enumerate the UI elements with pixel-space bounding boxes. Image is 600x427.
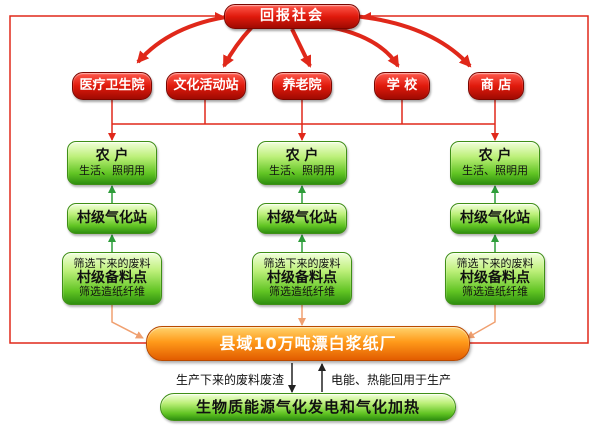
collection-point-center: 筛选下来的废料 村级备料点 筛选造纸纤维	[252, 252, 352, 305]
collection-bottom-text: 筛选造纸纤维	[79, 285, 145, 299]
arrow-top-to-hospital	[136, 14, 233, 64]
waste-flow-note: 生产下来的废料废渣	[176, 373, 285, 387]
farmer-subtitle: 生活、照明用	[462, 163, 528, 177]
institution-school: 学 校	[374, 72, 430, 100]
institution-shop: 商 店	[468, 72, 524, 100]
collection-to-mill-arrows	[111, 305, 496, 339]
institution-label: 医疗卫生院	[79, 77, 145, 93]
gasification-station-right: 村级气化站	[450, 203, 540, 234]
farmer-title: 农 户	[285, 148, 319, 164]
arrow-top-to-culture	[222, 25, 254, 68]
collection-point-left: 筛选下来的废料 村级备料点 筛选造纸纤维	[62, 252, 162, 305]
collection-top-text: 筛选下来的废料	[263, 257, 341, 271]
farmer-title: 农 户	[478, 148, 512, 164]
institution-hospital: 医疗卫生院	[72, 72, 152, 100]
institution-nursing-home: 养老院	[272, 72, 332, 100]
collection-top-text: 筛选下来的废料	[456, 257, 534, 271]
paper-mill-node: 县域10万吨漂白浆纸厂	[146, 326, 470, 361]
station-label: 村级气化站	[267, 209, 337, 226]
energy-flow-note: 电能、热能回用于生产	[331, 373, 452, 387]
farmer-title: 农 户	[95, 148, 129, 164]
institution-label: 商 店	[480, 77, 512, 93]
collection-bottom-text: 筛选造纸纤维	[462, 285, 528, 299]
farmer-subtitle: 生活、照明用	[79, 163, 145, 177]
top-node-label: 回报社会	[260, 7, 324, 24]
paper-mill-label: 县域10万吨漂白浆纸厂	[219, 333, 397, 353]
right-feedback-line	[363, 12, 589, 344]
station-label: 村级气化站	[460, 209, 530, 226]
farmer-box-center: 农 户 生活、照明用	[257, 141, 347, 185]
farmer-box-right: 农 户 生活、照明用	[450, 141, 540, 185]
mill-energy-arrows	[288, 363, 326, 393]
farmer-box-left: 农 户 生活、照明用	[67, 141, 157, 185]
green-flow-arrows	[108, 185, 499, 252]
gasification-station-center: 村级气化站	[257, 203, 347, 234]
collection-point-right: 筛选下来的废料 村级备料点 筛选造纸纤维	[445, 252, 545, 305]
biomass-energy-label: 生物质能源气化发电和气化加热	[195, 397, 420, 416]
arrow-top-to-school	[329, 25, 400, 68]
institution-label: 文化活动站	[173, 77, 239, 93]
left-feedback-line	[9, 12, 223, 344]
collection-top-text: 筛选下来的废料	[73, 257, 151, 271]
farmer-subtitle: 生活、照明用	[269, 163, 335, 177]
institution-label: 养老院	[282, 77, 322, 93]
institution-bus	[108, 100, 499, 141]
institution-label: 学 校	[386, 77, 418, 93]
station-label: 村级气化站	[77, 209, 147, 226]
collection-main-text: 村级备料点	[267, 269, 337, 286]
collection-main-text: 村级备料点	[460, 269, 530, 286]
collection-main-text: 村级备料点	[77, 269, 147, 286]
top-node-return-society: 回报社会	[224, 4, 360, 29]
collection-bottom-text: 筛选造纸纤维	[269, 285, 335, 299]
biomass-energy-node: 生物质能源气化发电和气化加热	[160, 393, 456, 421]
feedback-loops	[9, 12, 589, 344]
arrow-top-to-nursing	[290, 28, 312, 68]
gasification-station-left: 村级气化站	[67, 203, 157, 234]
institution-culture-station: 文化活动站	[166, 72, 246, 100]
